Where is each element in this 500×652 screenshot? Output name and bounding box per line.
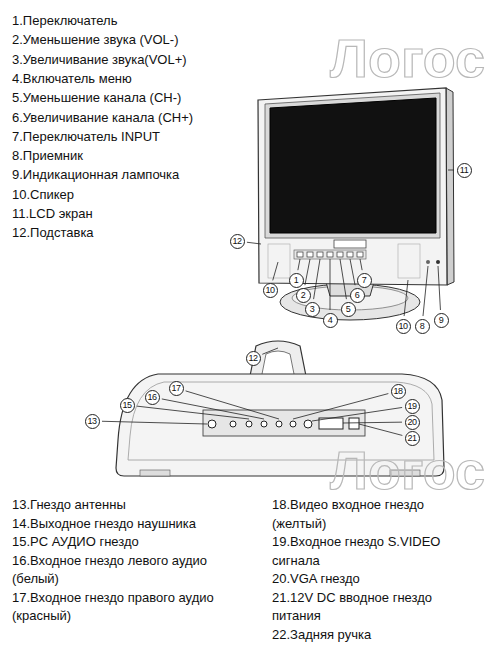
part-name: 13.Гнездо антенны — [12, 496, 252, 515]
callout-number: 8 — [415, 319, 430, 334]
screen-frame — [265, 93, 440, 238]
callout-number: 10 — [396, 319, 411, 334]
part-name: 5.Уменьшение канала (CH-) — [12, 89, 252, 108]
button-strip — [294, 250, 366, 259]
leader-line — [350, 259, 355, 285]
part-name: 22.Задняя ручка — [272, 626, 472, 645]
foot — [140, 470, 170, 476]
part-name: 21.12V DC вводное гнездо питания — [272, 589, 472, 626]
callout-number: 12 — [246, 351, 261, 366]
leader-line — [343, 422, 402, 424]
leader-line — [438, 266, 440, 310]
callout-number: 17 — [169, 381, 184, 396]
front-button — [317, 252, 323, 257]
callout-number: 11 — [457, 163, 472, 178]
watermark: Логос — [330, 440, 485, 500]
part-name: 15.PC АУДИО гнездо — [12, 533, 252, 552]
part-name: 9.Индикационная лампочка — [12, 166, 252, 185]
headphone-jack — [230, 421, 236, 427]
tv-bezel — [258, 88, 447, 285]
part-name: 8.Приемник — [12, 147, 252, 166]
leader-line — [102, 421, 207, 424]
speaker-grill — [268, 244, 290, 278]
dc-jack — [349, 418, 359, 429]
leader-line — [262, 348, 278, 354]
leader-line — [293, 394, 388, 419]
front-button — [347, 252, 353, 257]
leader-line — [186, 391, 279, 419]
indicator-lamp — [436, 260, 440, 264]
s-video-jack — [304, 420, 312, 428]
part-name: 10.Спикер — [12, 186, 252, 205]
leader-line — [162, 399, 264, 419]
audio-right-jack — [276, 421, 282, 427]
speaker-grill — [398, 244, 420, 278]
leader-line — [314, 259, 320, 299]
part-name: 4.Включатель меню — [12, 70, 252, 89]
front-button — [327, 252, 333, 257]
part-name: 18.Видео входное гнездо (желтый) — [272, 496, 472, 533]
leader-line — [298, 259, 300, 270]
handle-hole — [262, 351, 294, 374]
front-button — [357, 252, 363, 257]
part-name: 7.Переключатель INPUT — [12, 128, 252, 147]
part-name: 1.Переключатель — [12, 12, 252, 31]
callout-number: 16 — [145, 390, 160, 405]
leader-line — [340, 259, 346, 299]
leader-line — [137, 406, 249, 419]
callout-number: 1 — [289, 273, 304, 288]
callout-number: 7 — [357, 273, 372, 288]
leader-line — [360, 259, 362, 270]
callout-number: 4 — [323, 313, 338, 328]
video-jack — [290, 421, 296, 427]
part-name: 14.Выходное гнездо наушника — [12, 515, 252, 534]
leader-line — [305, 259, 310, 285]
lcd-screen — [270, 98, 436, 233]
leader-line — [312, 407, 402, 421]
callout-number: 2 — [296, 288, 311, 303]
callout-number: 5 — [341, 302, 356, 317]
front-button — [337, 252, 343, 257]
part-name: 12.Подставка — [12, 224, 252, 243]
part-name: 20.VGA гнездо — [272, 570, 472, 589]
leader-line — [330, 259, 331, 310]
part-name: 6.Увеличивание канала (CH+) — [12, 109, 252, 128]
part-name: 3.Увеличивание звука(VOL+) — [12, 51, 252, 70]
callout-number: 15 — [120, 398, 135, 413]
callout-number: 10 — [263, 283, 278, 298]
callout-number: 13 — [85, 414, 100, 429]
callout-number: 19 — [405, 399, 420, 414]
callout-number: 9 — [434, 313, 449, 328]
callout-number: 12 — [230, 234, 245, 249]
part-name: 17.Входное гнездо правого аудио (красный… — [12, 589, 252, 626]
part-name: 19.Входное гнездо S.VIDEO сигнала — [272, 533, 472, 570]
callout-number: 18 — [391, 384, 406, 399]
part-name: 16.Входное гнездо левого аудио (белый) — [12, 552, 252, 589]
leader-line — [423, 266, 428, 316]
callout-number: 3 — [305, 302, 320, 317]
callout-number: 20 — [405, 415, 420, 430]
front-button — [297, 252, 303, 257]
leader-line — [273, 262, 278, 280]
leader-line — [359, 424, 402, 435]
callout-number: 6 — [350, 288, 365, 303]
leader-line — [448, 170, 454, 171]
watermark: Логос — [330, 28, 485, 88]
pc-audio-jack — [246, 421, 252, 427]
logo-plate — [334, 240, 366, 248]
port-panel — [203, 410, 365, 436]
leader-line — [247, 242, 261, 244]
receiver — [426, 260, 430, 264]
part-name: 2.Уменьшение звука (VOL-) — [12, 31, 252, 50]
leader-line — [404, 280, 408, 316]
antenna-jack — [208, 420, 216, 428]
part-name: 11.LCD экран — [12, 205, 252, 224]
front-button — [307, 252, 313, 257]
audio-left-jack — [261, 421, 267, 427]
